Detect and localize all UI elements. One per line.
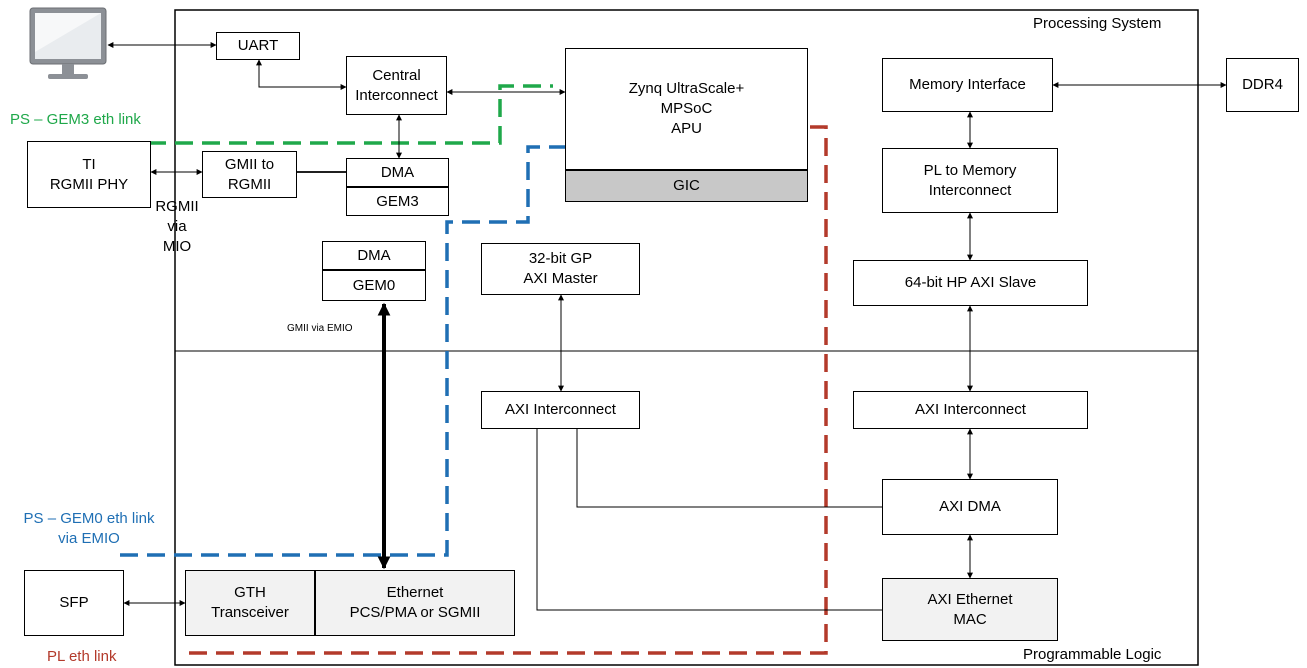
memory-interface-block: Memory Interface (882, 58, 1053, 112)
system-boundary (174, 9, 1199, 666)
ps-gem0-link-label: PS – GEM0 eth link via EMIO (23, 510, 155, 547)
gmii-via-emio-label: GMII via EMIO (287, 323, 353, 334)
monitor-icon (29, 7, 107, 79)
gic-block: GIC (565, 170, 808, 202)
central-interconnect-block: Central Interconnect (346, 56, 447, 115)
ddr4-block: DDR4 (1226, 58, 1299, 112)
sfp-block: SFP (24, 570, 124, 636)
axiic-mac-line (536, 429, 882, 611)
gem0-block: GEM0 (322, 270, 426, 301)
hp-axi-slave-block: 64-bit HP AXI Slave (853, 260, 1088, 306)
axi-interconnect-right-block: AXI Interconnect (853, 391, 1088, 429)
gem0-dma-block: DMA (322, 241, 426, 270)
pl-link-path (188, 125, 828, 655)
gem3-block: GEM3 (346, 187, 449, 216)
gem3-link-path (148, 84, 553, 145)
gmii-to-rgmii-block: GMII to RGMII (202, 151, 297, 198)
axi-ethernet-mac-block: AXI Ethernet MAC (882, 578, 1058, 641)
ethernet-pcs-pma-block: Ethernet PCS/PMA or SGMII (315, 570, 515, 636)
pl-to-memory-interconnect-block: PL to Memory Interconnect (882, 148, 1058, 213)
axi-interconnect-left-block: AXI Interconnect (481, 391, 640, 429)
pl-link-label: PL eth link (47, 648, 117, 665)
gp-axi-master-block: 32-bit GP AXI Master (481, 243, 640, 295)
uart-central-link (256, 59, 347, 90)
uart-block: UART (216, 32, 300, 60)
programmable-logic-label: Programmable Logic (1023, 646, 1162, 663)
processing-system-label: Processing System (1033, 15, 1162, 32)
rgmii-via-mio-label: RGMII via MIO (155, 198, 199, 255)
axiic-axidma-line (576, 429, 882, 508)
axi-dma-block: AXI DMA (882, 479, 1058, 535)
ti-rgmii-phy-block: TI RGMII PHY (27, 141, 151, 208)
gem3-dma-block: DMA (346, 158, 449, 187)
apu-block: Zynq UltraScale+ MPSoC APU (565, 48, 808, 170)
ps-gem3-link-label: PS – GEM3 eth link (10, 111, 141, 128)
gth-transceiver-block: GTH Transceiver (185, 570, 315, 636)
gem0-link-path (114, 145, 567, 557)
